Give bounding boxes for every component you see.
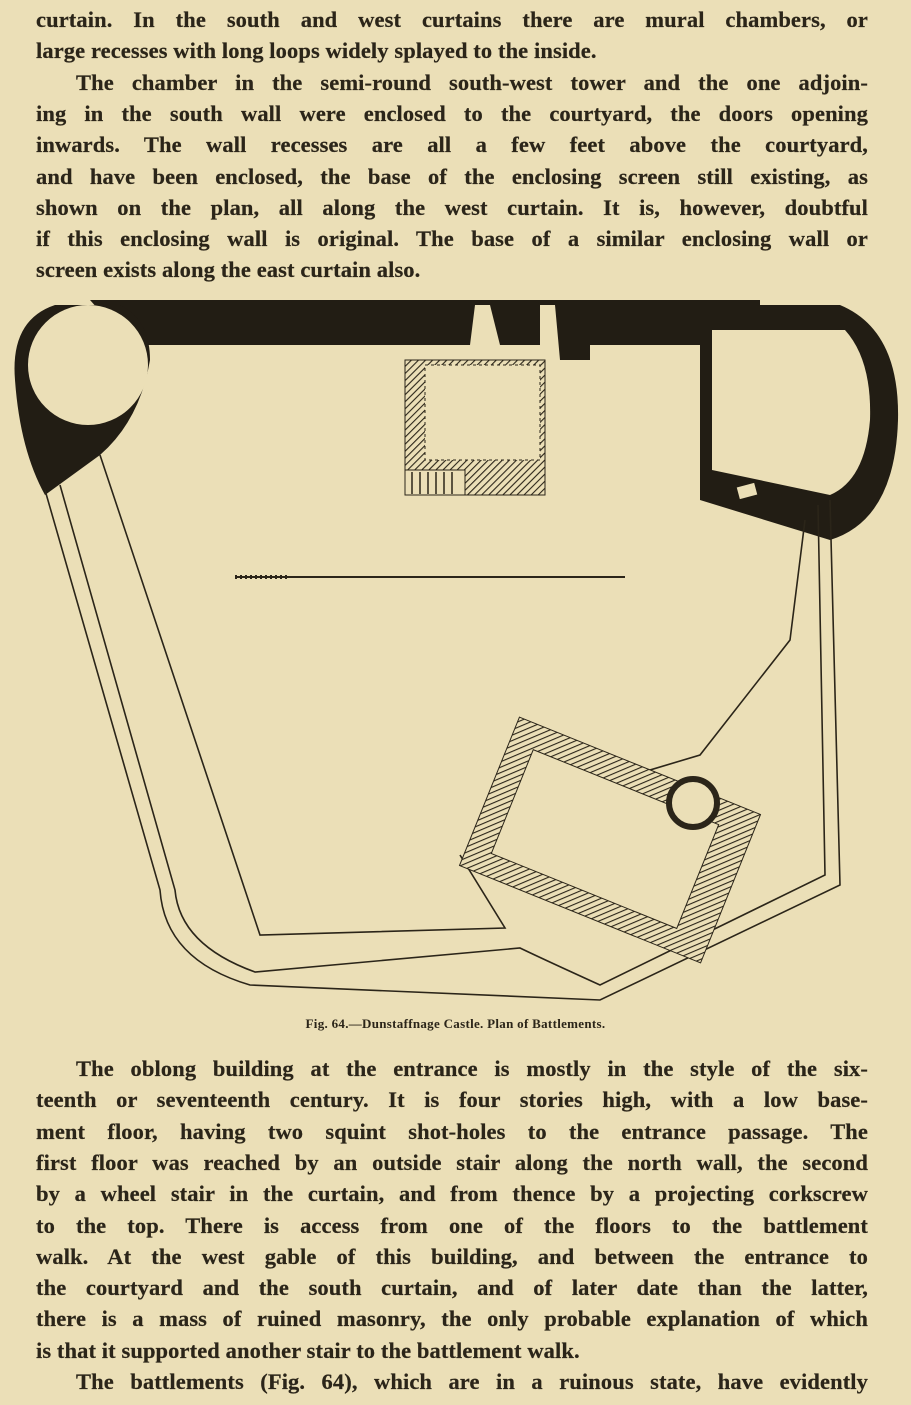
castle-battlements-plan-figure <box>14 300 899 1001</box>
text-line: there is a mass of ruined masonry, the o… <box>36 1306 868 1332</box>
text-line: teenth or seventeenth century. It is fou… <box>36 1087 868 1113</box>
text-line: inwards. The wall recesses are all a few… <box>36 132 868 158</box>
figure-caption: Fig. 64.—Dunstaffnage Castle. Plan of Ba… <box>305 1016 606 1031</box>
entrance-building <box>458 716 762 964</box>
text-line: ing in the south wall were enclosed to t… <box>36 100 868 126</box>
text-line: large recesses with long loops widely sp… <box>36 38 597 64</box>
text-line: to the top. There is access from one of … <box>36 1212 868 1238</box>
central-building <box>404 359 546 496</box>
text-line: first floor was reached by an outside st… <box>36 1149 868 1175</box>
text-line: shown on the plan, all along the west cu… <box>36 194 868 220</box>
text-line: ment floor, having two squint shot-holes… <box>36 1118 868 1144</box>
text-line: The oblong building at the entrance is m… <box>76 1056 868 1081</box>
text-line: curtain. In the south and west curtains … <box>36 7 868 32</box>
south-wall <box>60 300 760 370</box>
south-west-tower <box>14 305 150 495</box>
south-east-tower <box>666 305 899 540</box>
text-line: screen exists along the east curtain als… <box>36 257 421 283</box>
text-line: if this enclosing wall is original. The … <box>36 226 868 252</box>
text-line: and have been enclosed, the base of the … <box>36 163 868 189</box>
text-line: the courtyard and the south curtain, and… <box>36 1275 868 1301</box>
text-line: walk. At the west gable of this building… <box>36 1243 868 1269</box>
text-line: by a wheel stair in the curtain, and fro… <box>36 1181 868 1207</box>
text-line: is that it supported another stair to th… <box>36 1337 580 1363</box>
curtain-walls <box>44 454 841 1001</box>
text-line: The chamber in the semi-round south-west… <box>76 69 868 95</box>
text-line: The battlements (Fig. 64), which are in … <box>76 1369 868 1394</box>
